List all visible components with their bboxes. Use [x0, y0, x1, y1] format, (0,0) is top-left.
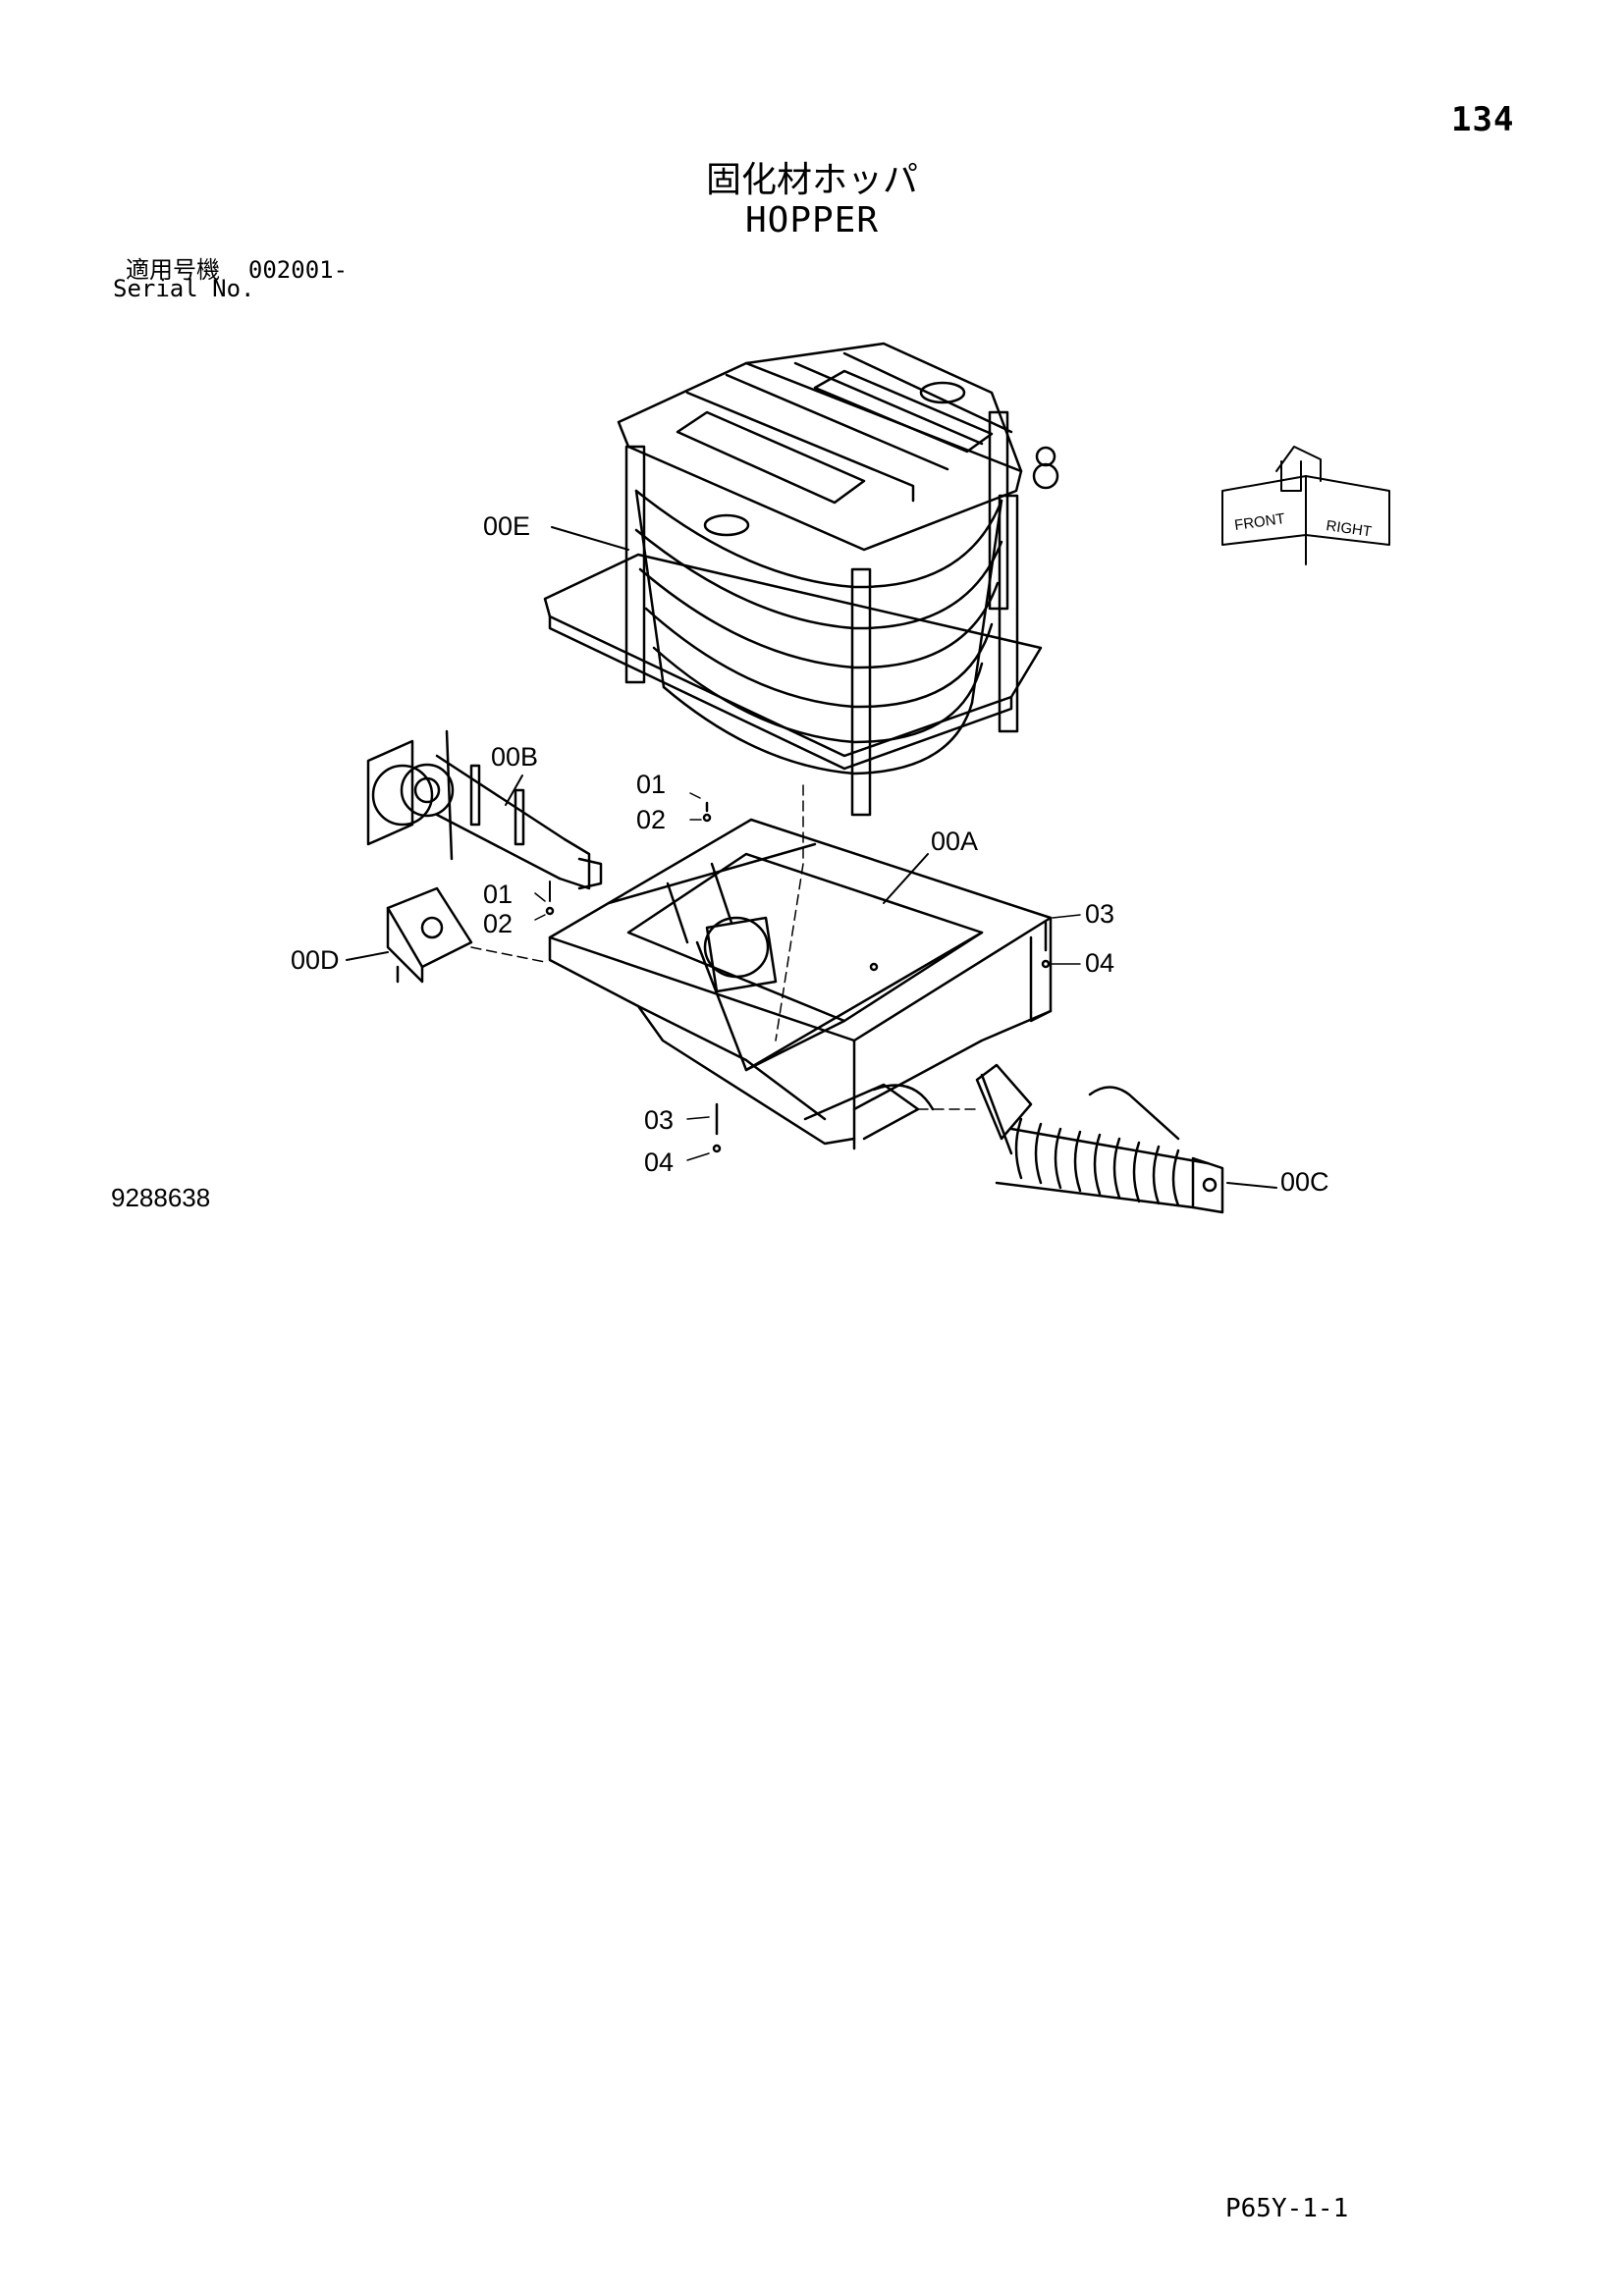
callout-01-lower: 01: [483, 880, 513, 909]
callout-00D: 00D: [291, 945, 340, 975]
callout-00C: 00C: [1280, 1167, 1329, 1197]
serial-number-label-japanese: 適用号機 002001-: [126, 250, 348, 285]
callout-03-bottom: 03: [644, 1105, 674, 1135]
page-reference: P65Y-1-1: [1225, 2194, 1349, 2223]
page-title-english: HOPPER: [744, 200, 880, 240]
drive-shaft-assembly: [366, 729, 603, 916]
callout-03-right: 03: [1085, 899, 1114, 929]
screw-conveyor-assembly: [917, 1063, 1277, 1214]
callout-00A: 00A: [931, 827, 978, 856]
side-bracket-assembly: [346, 886, 546, 984]
callout-00E: 00E: [483, 511, 530, 541]
callout-02-upper: 02: [636, 805, 666, 834]
fasteners: [534, 792, 1081, 1161]
serial-label-ja: 適用号機: [126, 256, 220, 284]
callout-01-upper: 01: [636, 770, 666, 799]
serial-number-label-english: Serial No.: [113, 275, 255, 302]
page-title-japanese: 固化材ホッパ: [705, 160, 918, 200]
drawing-number: 9288638: [111, 1183, 211, 1212]
hopper-tank-assembly: [543, 342, 1059, 817]
base-frame: [548, 784, 1053, 1150]
serial-value: 002001-: [247, 256, 349, 284]
compass-front-label: FRONT: [1233, 510, 1286, 534]
callout-04-bottom: 04: [644, 1148, 674, 1177]
callout-00B: 00B: [491, 742, 538, 772]
orientation-compass-icon: [1221, 446, 1390, 565]
callout-04-right: 04: [1085, 948, 1114, 978]
page-number: 134: [1451, 100, 1515, 139]
callout-02-lower: 02: [483, 909, 513, 938]
compass-right-label: RIGHT: [1325, 517, 1373, 540]
